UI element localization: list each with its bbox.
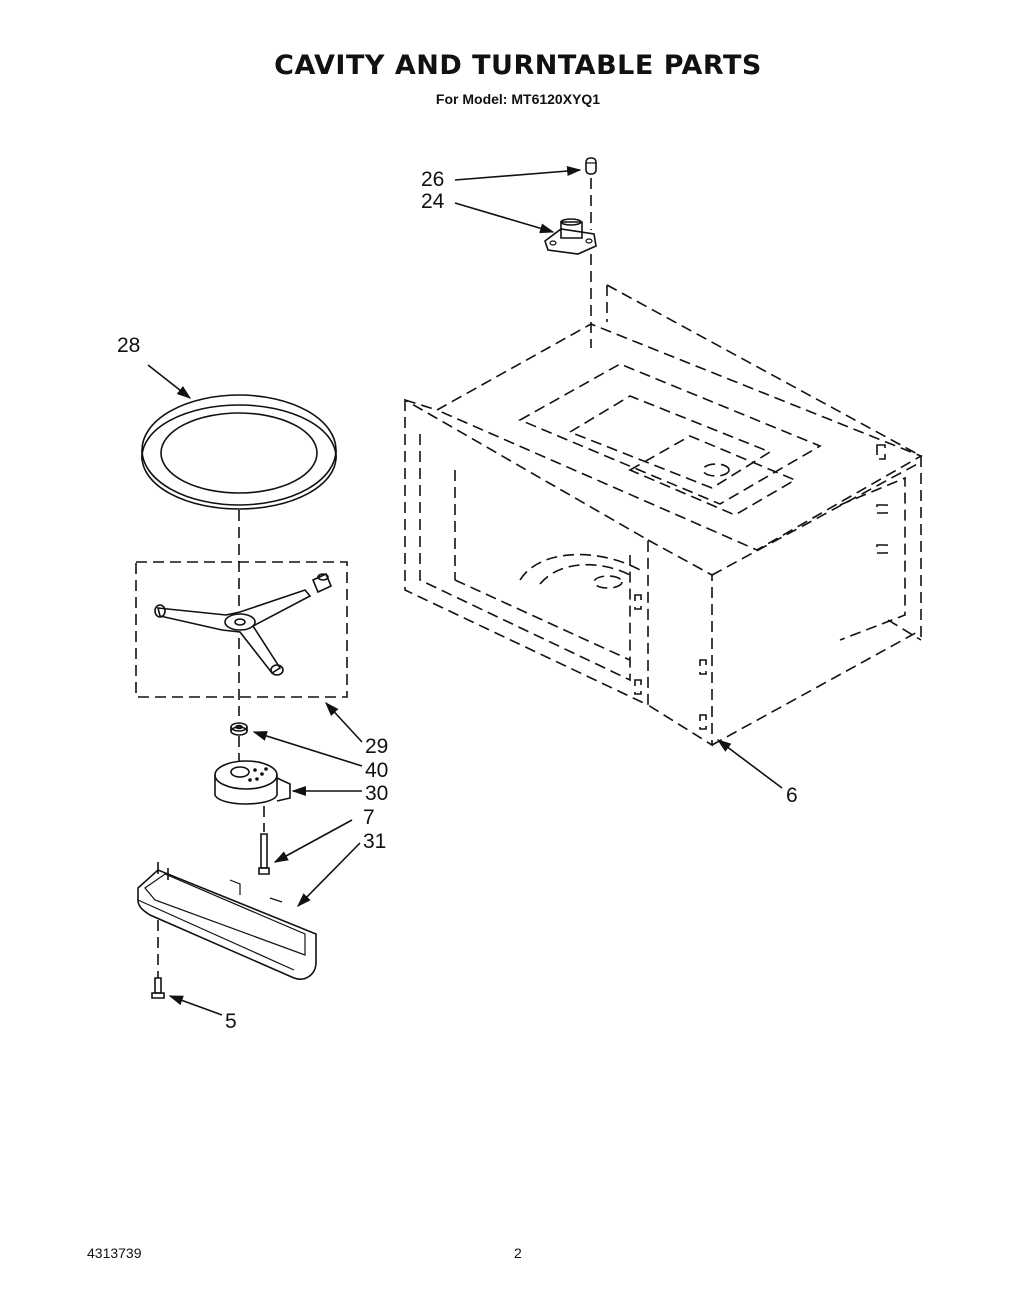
page-title: CAVITY AND TURNTABLE PARTS xyxy=(274,50,762,81)
callout-6: 6 xyxy=(786,784,798,807)
leader-28 xyxy=(147,364,192,399)
callout-24: 24 xyxy=(421,190,445,213)
part-29-roller-support-drawing xyxy=(135,561,348,698)
leader-7 xyxy=(273,819,353,863)
callout-40: 40 xyxy=(365,759,388,782)
callout-29: 29 xyxy=(365,735,388,758)
callout-7: 7 xyxy=(363,806,375,829)
callout-26: 26 xyxy=(421,168,444,191)
part-31-motor-cover-drawing xyxy=(137,862,317,980)
page-number: 2 xyxy=(514,1245,522,1261)
leader-6 xyxy=(716,739,783,789)
part-40-coupler-drawing xyxy=(230,722,248,736)
callout-28: 28 xyxy=(117,334,140,357)
part-7-screw-drawing xyxy=(258,833,270,875)
leader-5 xyxy=(168,995,223,1016)
leader-24 xyxy=(454,202,555,234)
part-30-turntable-motor-drawing xyxy=(214,760,291,805)
part-5-screw-drawing xyxy=(151,977,165,999)
part-6-oven-cavity-drawing xyxy=(404,284,923,747)
leader-31 xyxy=(296,842,361,908)
callout-30: 30 xyxy=(365,782,388,805)
leader-29 xyxy=(325,701,363,743)
callout-5: 5 xyxy=(225,1010,237,1033)
part-26-screw-drawing xyxy=(585,157,597,175)
model-subtitle: For Model: MT6120XYQ1 xyxy=(435,91,601,107)
leader-26 xyxy=(454,166,582,181)
part-24-thermal-cutout-drawing xyxy=(544,218,597,255)
document-number: 4313739 xyxy=(87,1245,142,1261)
callout-31: 31 xyxy=(363,830,386,853)
part-28-glass-tray-drawing xyxy=(141,394,337,510)
leader-40 xyxy=(252,731,363,767)
